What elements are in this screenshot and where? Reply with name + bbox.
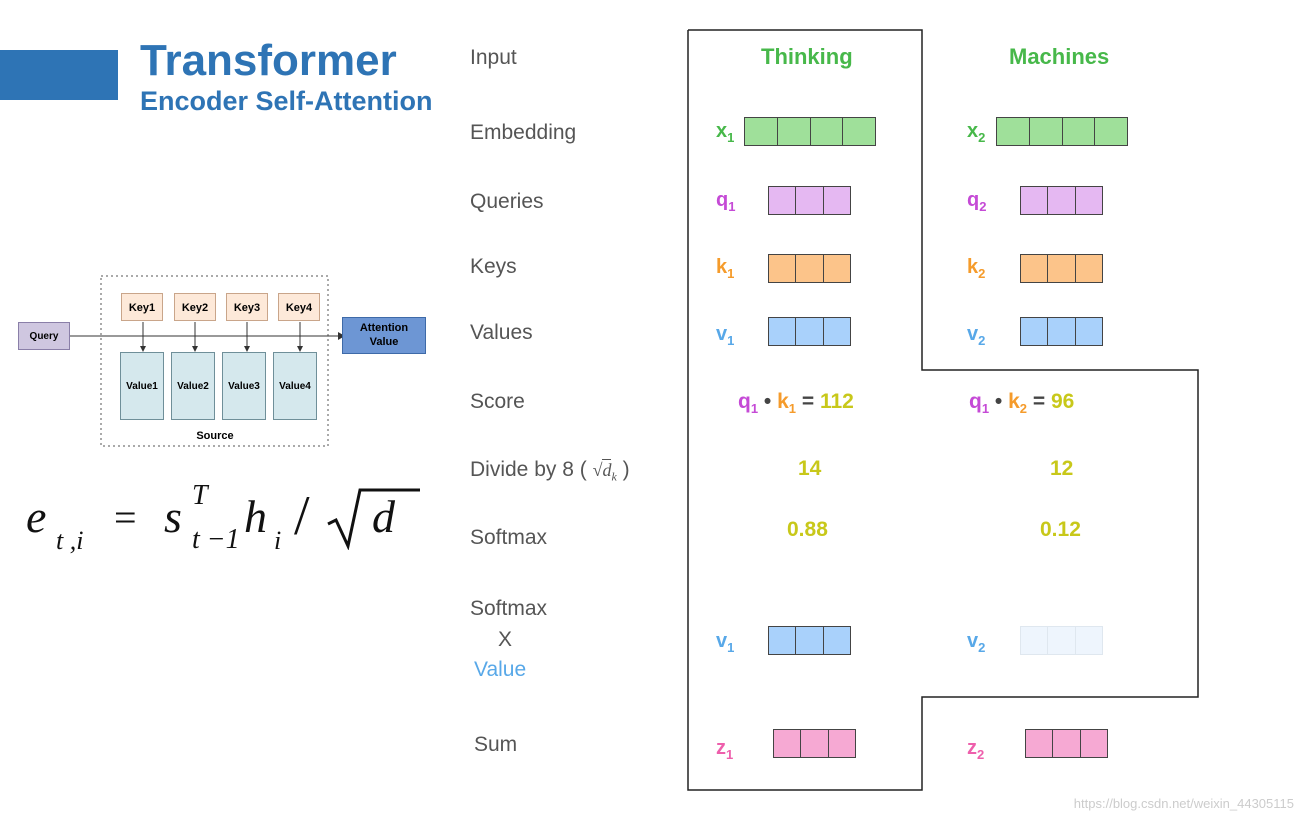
embedding-vector-x2 xyxy=(996,117,1128,146)
formula-e-sub: t ,i xyxy=(56,526,84,555)
sqrt-dk-d: d xyxy=(602,459,612,480)
mini-diagram-lines xyxy=(70,275,345,447)
divide-text: Divide by 8 ( xyxy=(470,458,587,481)
key-vector-k1 xyxy=(768,254,851,283)
formula-equals: = xyxy=(114,495,137,540)
output-vector-z1 xyxy=(773,729,856,758)
row-label-softmax-x-value-2: X xyxy=(498,628,513,651)
title-accent-bar xyxy=(0,50,118,100)
value-box: Value3 xyxy=(222,352,266,420)
divide-close: ) xyxy=(622,458,630,481)
word-machines: Machines xyxy=(1009,44,1110,69)
word-thinking: Thinking xyxy=(761,44,853,69)
row-label-input: Input xyxy=(470,46,517,69)
vector-label-x1: x1 xyxy=(716,120,735,145)
divided-score-1: 14 xyxy=(798,457,822,480)
formula-s: s xyxy=(164,491,182,542)
output-label-z2: z2 xyxy=(967,737,985,762)
score-formula: e t ,i = s T t −1 h i / d xyxy=(26,480,426,564)
vector-label-k2: k2 xyxy=(967,256,986,281)
value-vector-v2 xyxy=(1020,317,1103,346)
attention-value-box: Attention Value xyxy=(342,317,426,354)
query-vector-q1 xyxy=(768,186,851,215)
formula-e: e xyxy=(26,491,47,542)
weighted-value-vector-v1 xyxy=(768,626,851,655)
row-label-divide: Divide by 8 ( √dk ) xyxy=(470,458,630,485)
score-value-1: 112 xyxy=(819,390,854,413)
key-box: Key4 xyxy=(278,293,320,321)
formula-s-sub: t −1 xyxy=(192,524,240,555)
sqrt-dk-symbol: √dk xyxy=(592,459,617,484)
formula-h-sub: i xyxy=(274,526,282,555)
query-box: Query xyxy=(18,322,70,350)
attention-value-line1: Attention xyxy=(359,322,409,334)
page-title: Transformer xyxy=(140,36,397,85)
value-vector-v1 xyxy=(768,317,851,346)
output-vector-z2 xyxy=(1025,729,1108,758)
row-label-softmax: Softmax xyxy=(470,526,548,549)
formula-s-sup: T xyxy=(192,480,208,511)
row-label-embedding: Embedding xyxy=(470,121,577,144)
sqrt-icon xyxy=(327,488,420,550)
weighted-value-vector-v2 xyxy=(1020,626,1103,655)
score-value-2: 96 xyxy=(1050,390,1075,413)
weighted-label-v2: v2 xyxy=(967,630,986,655)
softmax-value-2: 0.12 xyxy=(1040,518,1081,541)
output-label-z1: z1 xyxy=(716,737,734,762)
vector-label-q1: q1 xyxy=(716,189,736,214)
score-2: q1 • k2 = 96 xyxy=(969,390,1075,417)
attention-value-line2: Value xyxy=(369,336,399,348)
vector-label-v2: v2 xyxy=(967,323,986,348)
row-label-score: Score xyxy=(470,390,525,413)
key-box: Key3 xyxy=(226,293,268,321)
row-label-softmax-x-value-3: Value xyxy=(474,658,527,681)
key-vector-k2 xyxy=(1020,254,1103,283)
watermark-url: https://blog.csdn.net/weixin_44305115 xyxy=(1073,796,1294,811)
vector-label-v1: v1 xyxy=(716,323,735,348)
row-label-softmax-x-value-1: Softmax xyxy=(470,597,548,620)
row-label-values: Values xyxy=(470,321,533,344)
value-box: Value1 xyxy=(120,352,164,420)
formula-slash: / xyxy=(294,485,310,547)
source-label: Source xyxy=(196,430,234,442)
query-vector-q2 xyxy=(1020,186,1103,215)
value-box: Value4 xyxy=(273,352,317,420)
key-box: Key1 xyxy=(121,293,163,321)
softmax-value-1: 0.88 xyxy=(787,518,828,541)
value-box: Value2 xyxy=(171,352,215,420)
row-label-queries: Queries xyxy=(470,190,544,213)
row-label-sum: Sum xyxy=(474,733,518,756)
formula-h: h xyxy=(244,491,267,542)
vector-label-k1: k1 xyxy=(716,256,735,281)
vector-label-q2: q2 xyxy=(967,189,987,214)
weighted-label-v1: v1 xyxy=(716,630,735,655)
sqrt-dk-k: k xyxy=(611,469,617,484)
formula-d: d xyxy=(372,491,395,542)
divided-score-2: 12 xyxy=(1050,457,1074,480)
page-subtitle: Encoder Self-Attention xyxy=(140,86,433,116)
embedding-vector-x1 xyxy=(744,117,876,146)
key-box: Key2 xyxy=(174,293,216,321)
attention-mini-diagram: Query Key1 Key2 Key3 Key4 Value1 Value2 … xyxy=(0,270,440,450)
score-1: q1 • k1 = 112 xyxy=(738,390,854,417)
vector-label-x2: x2 xyxy=(967,120,986,145)
row-label-keys: Keys xyxy=(470,255,517,278)
